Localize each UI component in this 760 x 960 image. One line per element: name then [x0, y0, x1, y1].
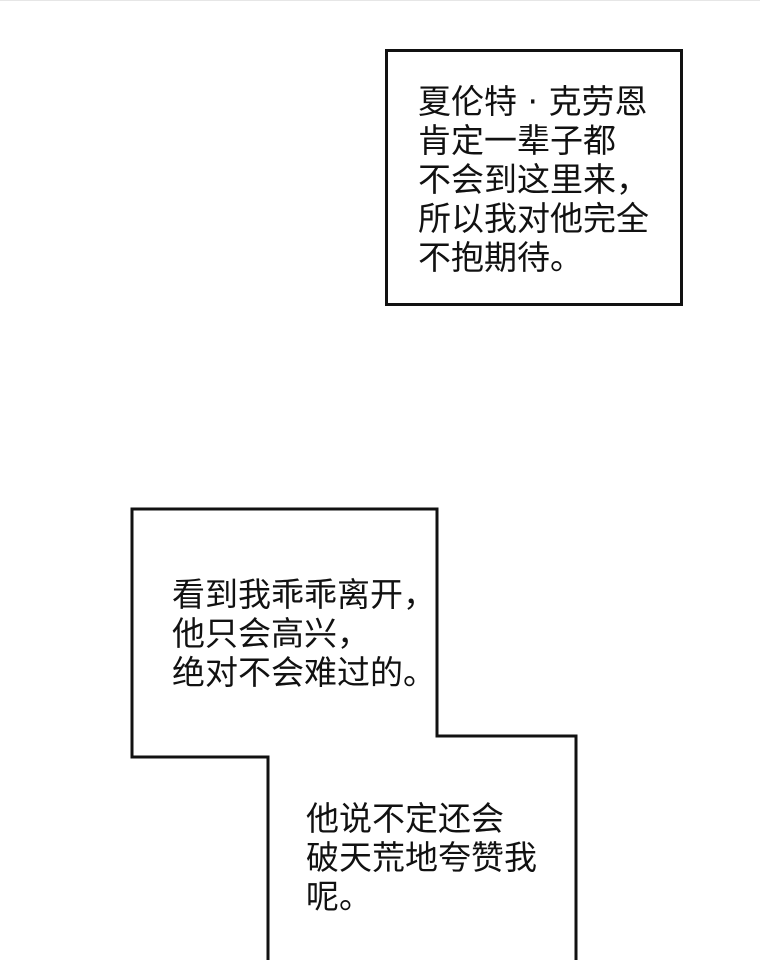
caption-1-line-4: 所以我对他完全	[418, 199, 649, 238]
top-divider	[0, 0, 760, 1]
caption-2-line-2: 他只会高兴，	[172, 614, 370, 653]
caption-box-1: 夏伦特 · 克劳恩 肯定一辈子都 不会到这里来， 所以我对他完全 不抱期待。	[385, 49, 683, 306]
caption-1-line-1: 夏伦特 · 克劳恩	[418, 82, 648, 121]
caption-3-line-3: 呢。	[306, 877, 372, 916]
caption-2-line-3: 绝对不会难过的。	[172, 653, 436, 692]
caption-2-text: 看到我乖乖离开， 他只会高兴， 绝对不会难过的。	[172, 575, 436, 692]
caption-3-line-1: 他说不定还会	[306, 799, 504, 838]
caption-3-line-2: 破天荒地夸赞我	[306, 838, 537, 877]
caption-3-text: 他说不定还会 破天荒地夸赞我 呢。	[306, 799, 537, 916]
caption-1-line-5: 不抱期待。	[418, 238, 583, 277]
caption-1-line-2: 肯定一辈子都	[418, 121, 616, 160]
caption-2-line-1: 看到我乖乖离开，	[172, 575, 436, 614]
caption-1-text: 夏伦特 · 克劳恩 肯定一辈子都 不会到这里来， 所以我对他完全 不抱期待。	[418, 82, 649, 277]
caption-1-line-3: 不会到这里来，	[418, 160, 649, 199]
